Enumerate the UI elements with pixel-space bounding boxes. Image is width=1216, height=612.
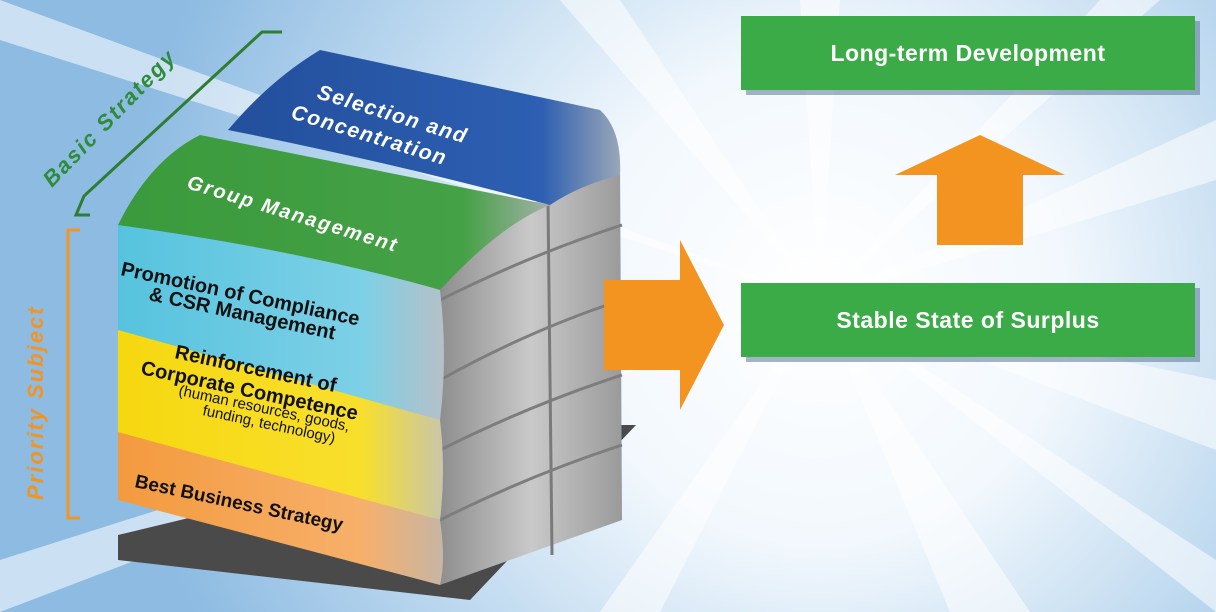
basic-strategy-bracket (73, 30, 282, 217)
priority-subject-label: Priority Subject (23, 305, 48, 500)
long-term-development-box: Long-term Development (741, 16, 1195, 90)
stable-surplus-box: Stable State of Surplus (741, 283, 1195, 357)
layer-compliance (118, 211, 444, 420)
up-arrow (895, 135, 1065, 245)
stack-side (439, 160, 623, 585)
right-arrow (604, 240, 724, 410)
stable-surplus-label: Stable State of Surplus (836, 306, 1100, 333)
layer-reinforcement (118, 325, 443, 520)
priority-subject-bracket (66, 228, 80, 520)
layer-best-business (118, 427, 443, 585)
layer-group-management (118, 135, 550, 290)
long-term-development-label: Long-term Development (830, 39, 1106, 66)
layer-selection (228, 50, 621, 205)
